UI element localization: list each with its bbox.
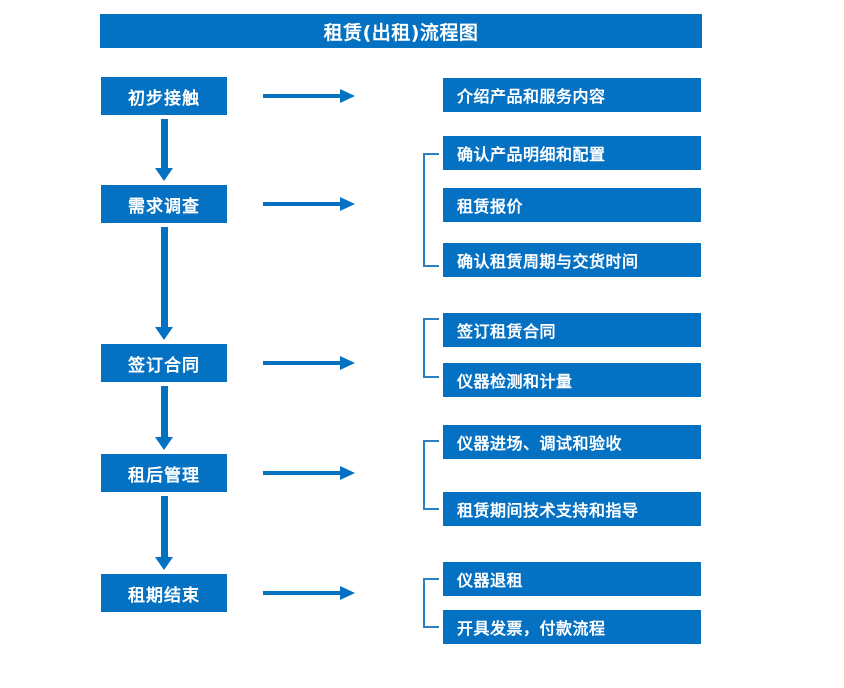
chart-title: 租赁(出租)流程图 — [100, 14, 702, 48]
stage-box-2[interactable]: 需求调查 — [101, 185, 227, 223]
group-bracket-3 — [423, 440, 439, 510]
detail-box-6[interactable]: 仪器检测和计量 — [443, 363, 701, 397]
detail-box-5[interactable]: 签订租赁合同 — [443, 313, 701, 347]
stage-box-3[interactable]: 签订合同 — [101, 344, 227, 382]
horizontal-arrow-4 — [263, 466, 355, 480]
detail-box-8[interactable]: 租赁期间技术支持和指导 — [443, 492, 701, 526]
detail-box-3[interactable]: 租赁报价 — [443, 188, 701, 222]
vertical-arrow-2 — [155, 227, 173, 340]
detail-box-10[interactable]: 开具发票，付款流程 — [443, 610, 701, 644]
horizontal-arrow-1 — [263, 89, 355, 103]
vertical-arrow-4 — [155, 496, 173, 570]
vertical-arrow-3 — [155, 386, 173, 450]
horizontal-arrow-3 — [263, 356, 355, 370]
group-bracket-1 — [423, 153, 439, 267]
horizontal-arrow-5 — [263, 586, 355, 600]
stage-box-5[interactable]: 租期结束 — [101, 574, 227, 612]
detail-box-9[interactable]: 仪器退租 — [443, 562, 701, 596]
vertical-arrow-1 — [155, 119, 173, 181]
horizontal-arrow-2 — [263, 197, 355, 211]
detail-box-7[interactable]: 仪器进场、调试和验收 — [443, 425, 701, 459]
detail-box-4[interactable]: 确认租赁周期与交货时间 — [443, 243, 701, 277]
stage-box-4[interactable]: 租后管理 — [101, 454, 227, 492]
stage-box-1[interactable]: 初步接触 — [101, 77, 227, 115]
group-bracket-4 — [423, 578, 439, 628]
detail-box-2[interactable]: 确认产品明细和配置 — [443, 136, 701, 170]
group-bracket-2 — [423, 318, 439, 378]
detail-box-1[interactable]: 介绍产品和服务内容 — [443, 78, 701, 112]
